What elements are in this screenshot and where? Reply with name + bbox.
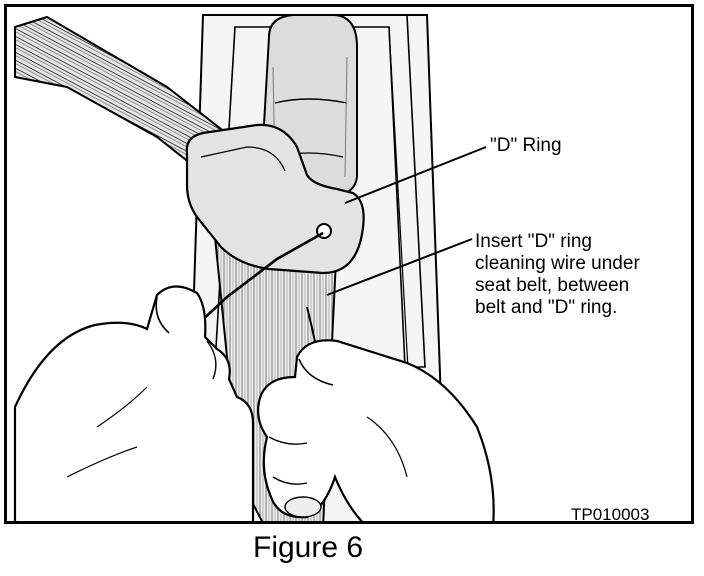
left-hand [13,285,255,521]
figure-caption: Figure 6 [253,531,364,564]
d-ring-leader [344,146,487,204]
insert-instruction-line: belt and "D" ring. [475,297,618,318]
figure-frame: "D" Ring Insert "D" ring cleaning wire u… [4,4,694,524]
insert-instruction-label: Insert "D" ring cleaning wire under seat… [475,231,690,319]
d-ring-cleaning-illustration [13,14,495,521]
insert-leader [326,238,473,296]
figure-code: TP010003 [571,505,650,524]
insert-instruction-line: cleaning wire under [475,253,640,274]
insert-instruction-line: Insert "D" ring [475,231,592,252]
d-ring-label: "D" Ring [490,135,562,156]
right-hand [256,339,495,521]
insert-instruction-line: seat belt, between [475,275,630,296]
callout-leaders [326,146,487,296]
